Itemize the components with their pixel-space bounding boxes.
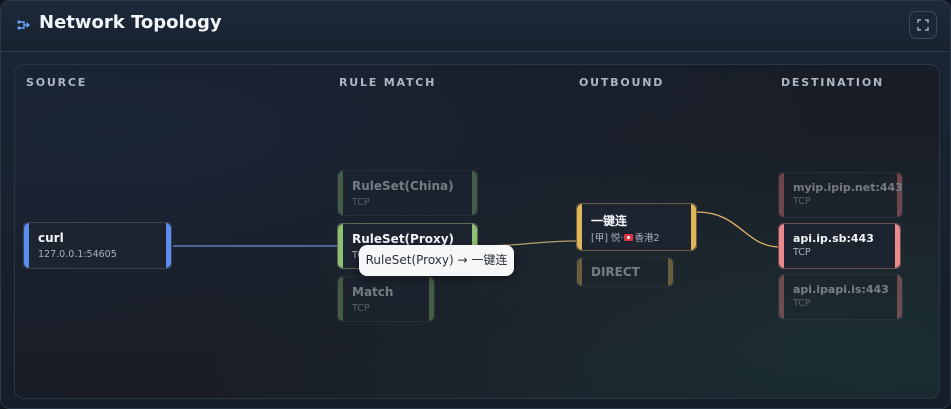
column-header-rule-match: RULE MATCH [339, 76, 437, 89]
outbound-color-bar [577, 204, 582, 250]
link-outbound-destination [696, 211, 781, 248]
rule-color-bar-right [472, 171, 477, 215]
outbound-color-bar [577, 258, 582, 286]
destination-color-bar [779, 173, 784, 217]
destination-color-bar-right [897, 173, 902, 217]
hong-kong-flag-icon [624, 234, 634, 241]
destination-node-ipapi[interactable]: api.ipapi.is:443 TCP [778, 274, 903, 320]
source-color-bar [24, 223, 29, 268]
source-address: 127.0.0.1:54605 [38, 249, 117, 260]
rule-node-match[interactable]: Match TCP [337, 276, 435, 322]
outbound-server: [甲] 悦· 香港2 [591, 230, 660, 244]
column-header-outbound: OUTBOUND [579, 76, 665, 89]
rule-title: RuleSet(Proxy) [352, 232, 455, 246]
column-header-source: SOURCE [26, 76, 88, 89]
destination-color-bar-right [897, 275, 902, 319]
source-color-bar-right [166, 223, 171, 268]
rule-color-bar-right [429, 277, 434, 321]
destination-protocol: TCP [793, 247, 811, 258]
rule-protocol: TCP [352, 197, 370, 208]
outbound-node-direct[interactable]: DIRECT [576, 257, 674, 287]
destination-color-bar [779, 224, 784, 268]
destination-protocol: TCP [793, 196, 811, 207]
column-header-destination: DESTINATION [781, 76, 884, 89]
rule-color-bar [338, 224, 343, 268]
outbound-color-bar-right [691, 204, 696, 250]
rule-title: RuleSet(China) [352, 179, 454, 193]
rule-color-bar [338, 171, 343, 215]
destination-protocol: TCP [793, 298, 811, 309]
outbound-server-prefix: [甲] 悦· [591, 233, 624, 244]
fullscreen-button[interactable] [909, 11, 937, 39]
destination-node-ipsb[interactable]: api.ip.sb:443 TCP [778, 223, 901, 269]
outbound-server-name: 香港2 [634, 233, 660, 244]
rule-node-china[interactable]: RuleSet(China) TCP [337, 170, 478, 216]
rule-title: Match [352, 285, 394, 299]
outbound-title: 一键连 [591, 214, 628, 228]
destination-node-myip[interactable]: myip.ipip.net:443 TCP [778, 172, 903, 218]
source-node[interactable]: curl 127.0.0.1:54605 [23, 222, 172, 269]
destination-title: api.ipapi.is:443 [793, 283, 889, 296]
source-title: curl [38, 231, 64, 245]
expand-icon [917, 19, 929, 31]
rule-protocol: TCP [352, 303, 370, 314]
outbound-title: DIRECT [591, 265, 640, 279]
header-bar: Network Topology [1, 1, 950, 52]
destination-title: myip.ipip.net:443 [793, 181, 903, 194]
link-tooltip: RuleSet(Proxy) → 一键连 [359, 245, 514, 276]
outbound-color-bar-right [668, 258, 673, 286]
destination-color-bar-right [895, 224, 900, 268]
destination-color-bar [779, 275, 784, 319]
topology-canvas: SOURCE RULE MATCH OUTBOUND DESTINATION c… [14, 64, 940, 399]
page-title: Network Topology [39, 12, 222, 33]
rule-color-bar [338, 277, 343, 321]
route-icon [17, 20, 30, 30]
outbound-node-proxy[interactable]: 一键连 [甲] 悦· 香港2 [576, 203, 697, 251]
destination-title: api.ip.sb:443 [793, 232, 874, 245]
